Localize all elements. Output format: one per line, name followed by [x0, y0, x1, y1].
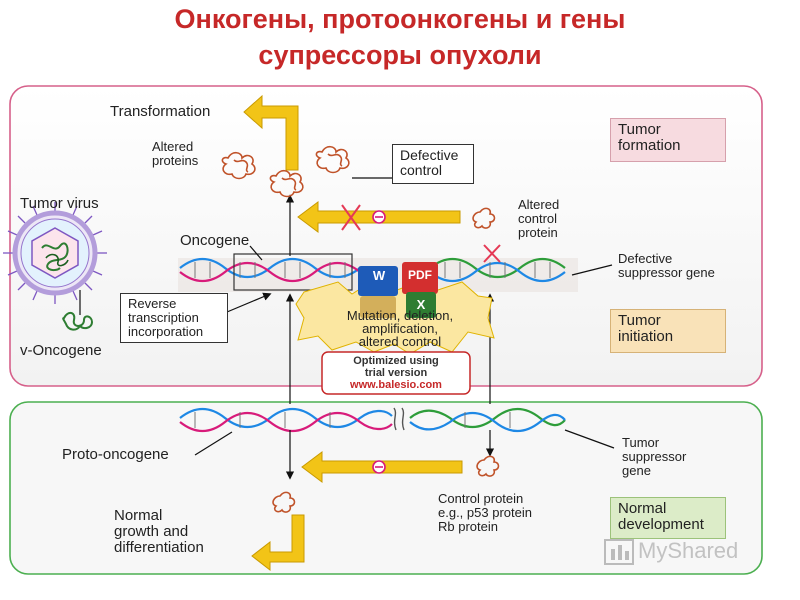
oncogene-label: Oncogene: [180, 232, 250, 249]
tumor-formation-box: Tumor formation: [610, 118, 726, 162]
tumor-suppressor-gene-label: Tumor suppressor gene: [622, 435, 687, 478]
upper-dna-helix: [179, 257, 566, 283]
pdf-icon-label: PDF: [408, 268, 432, 282]
overlay-icons: [358, 262, 438, 318]
w-icon-label: W: [372, 268, 386, 283]
reverse-transcription-box: Reverse transcription incorporation: [120, 293, 228, 343]
page-subtitle: супрессоры опухоли: [258, 40, 542, 70]
block-x-icons: [341, 204, 501, 263]
lower-dna-helix: [179, 407, 566, 433]
altered-control-protein-label: Altered control protein: [518, 197, 560, 240]
lower-panel: [9, 401, 763, 575]
mutation-label: Mutation, deletion, amplification, alter…: [346, 308, 454, 349]
trial-watermark-text: Optimized using trial version www.balesi…: [350, 355, 442, 391]
myshared-watermark: MyShared: [638, 538, 739, 563]
normal-development-box: Normal development: [610, 497, 726, 539]
proto-oncogene-label: Proto-oncogene: [62, 446, 169, 463]
myshared-logo-icon: [604, 539, 634, 565]
page-title: Онкогены, протоонкогены и гены: [174, 4, 626, 34]
v-oncogene-icon: [62, 312, 94, 331]
defective-suppressor-gene-label: Defective suppressor gene: [618, 251, 715, 280]
transformation-label: Transformation: [110, 103, 211, 120]
protein-blobs: [221, 145, 500, 513]
control-protein-label: Control protein e.g., p53 protein Rb pro…: [438, 491, 532, 534]
v-oncogene-label: v-Oncogene: [20, 342, 102, 359]
x-icon-label: X: [416, 297, 426, 312]
tumor-virus-label: Tumor virus: [20, 195, 99, 212]
tumor-initiation-box: Tumor initiation: [610, 309, 726, 353]
defective-control-box: Defective control: [392, 144, 474, 184]
oncogene-box: [233, 253, 353, 291]
trial-watermark-box: [321, 351, 471, 395]
altered-proteins-label: Altered proteins: [152, 139, 199, 168]
normal-growth-label: Normal growth and differentiation: [114, 507, 204, 556]
tumor-virus-icon: [3, 202, 107, 304]
